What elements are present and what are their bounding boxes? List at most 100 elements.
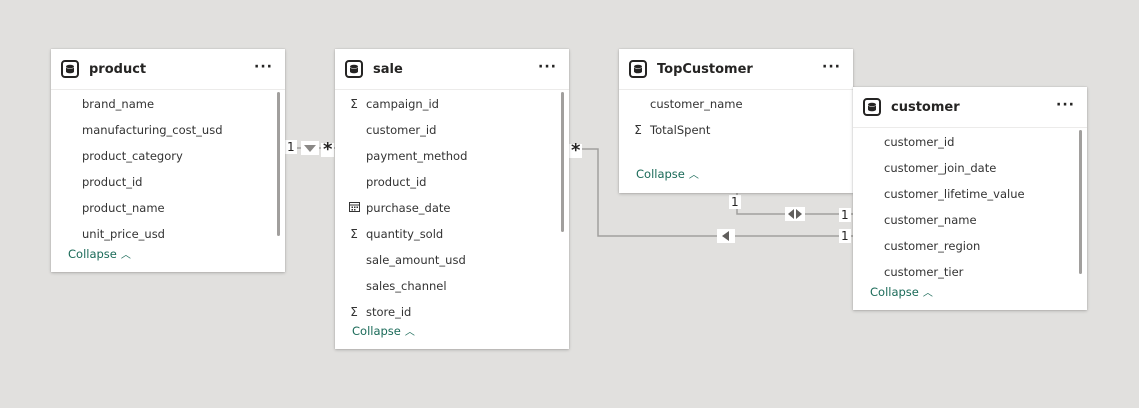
database-icon [345,60,363,78]
field-item[interactable]: payment_method [335,143,569,169]
cardinality-label: * [321,139,335,160]
table-header[interactable]: product ··· [51,49,285,90]
more-options-icon[interactable]: ··· [822,59,841,75]
chevron-up-icon: ︿ [120,250,131,261]
field-item[interactable]: Σ TotalSpent [619,117,853,143]
field-name: product_category [82,149,183,163]
database-icon [61,60,79,78]
database-icon [863,98,881,116]
field-item[interactable]: product_id [335,169,569,195]
field-item[interactable]: sales_channel [335,273,569,299]
field-name: TotalSpent [650,123,711,137]
table-card-customer[interactable]: customer ··· customer_id customer_join_d… [853,87,1087,310]
field-name: customer_lifetime_value [884,187,1025,201]
sigma-icon: Σ [634,123,642,137]
collapse-link[interactable]: Collapse︿ [870,284,1087,300]
collapse-link[interactable]: Collapse︿ [68,246,285,262]
table-header[interactable]: customer ··· [853,87,1087,128]
filter-arrow-left-icon [788,209,794,219]
scrollbar[interactable] [561,92,564,232]
field-item[interactable]: manufacturing_cost_usd [51,117,285,143]
field-list: customer_id customer_join_date customer_… [853,128,1087,285]
collapse-label: Collapse [68,246,117,261]
field-name: customer_join_date [884,161,997,175]
more-options-icon[interactable]: ··· [1056,97,1075,113]
more-options-icon[interactable]: ··· [538,59,557,75]
field-name: product_name [82,201,165,215]
filter-arrow-down-icon [304,145,316,152]
table-title: product [89,61,147,77]
field-item[interactable]: sale_amount_usd [335,247,569,273]
cardinality-label: * [569,140,583,161]
field-name: customer_tier [884,265,964,279]
table-title: sale [373,61,403,77]
field-item[interactable]: customer_join_date [853,155,1087,181]
cardinality-label: 1 [285,140,297,154]
table-header[interactable]: TopCustomer ··· [619,49,853,90]
field-item[interactable]: customer_id [335,117,569,143]
field-name: customer_id [366,123,437,137]
field-name: sale_amount_usd [366,253,466,267]
scrollbar[interactable] [277,92,280,236]
field-name: product_id [366,175,427,189]
field-item[interactable]: brand_name [51,91,285,117]
database-icon [629,60,647,78]
field-list: brand_name manufacturing_cost_usd produc… [51,90,285,247]
scrollbar[interactable] [1079,130,1082,274]
sigma-icon: Σ [350,305,358,319]
field-name: brand_name [82,97,155,111]
field-name: unit_price_usd [82,227,165,241]
filter-arrow-left-icon [722,231,729,241]
field-name: customer_id [884,135,955,149]
collapse-label: Collapse [636,166,685,181]
chevron-up-icon: ︿ [922,288,933,299]
field-item[interactable]: customer_name [853,207,1087,233]
table-title: customer [891,99,960,115]
table-header[interactable]: sale ··· [335,49,569,90]
field-item[interactable]: product_name [51,195,285,221]
collapse-link[interactable]: Collapse︿ [352,323,569,339]
field-item[interactable]: product_id [51,169,285,195]
field-name: customer_name [650,97,743,111]
field-item[interactable]: customer_name [619,91,853,117]
chevron-up-icon: ︿ [404,327,415,338]
field-name: customer_name [884,213,977,227]
field-name: product_id [82,175,143,189]
table-card-product[interactable]: product ··· brand_name manufacturing_cos… [51,49,285,272]
table-card-topcustomer[interactable]: TopCustomer ··· customer_name Σ TotalSpen… [619,49,853,193]
field-item[interactable]: product_category [51,143,285,169]
sigma-icon: Σ [350,97,358,111]
cardinality-label: 1 [839,229,851,243]
cardinality-label: 1 [729,195,741,209]
field-item[interactable]: customer_id [853,129,1087,155]
field-list: customer_name Σ TotalSpent [619,90,853,143]
field-name: sales_channel [366,279,447,293]
filter-direction-box [785,207,805,221]
field-name: customer_region [884,239,981,253]
field-item[interactable]: unit_price_usd [51,221,285,247]
field-name: store_id [366,305,412,319]
table-title: TopCustomer [657,61,753,77]
collapse-link[interactable]: Collapse︿ [636,166,853,182]
more-options-icon[interactable]: ··· [254,59,273,75]
field-item[interactable]: customer_lifetime_value [853,181,1087,207]
collapse-label: Collapse [870,284,919,299]
cardinality-label: 1 [839,208,851,222]
field-name: purchase_date [366,201,451,215]
collapse-label: Collapse [352,323,401,338]
field-item[interactable]: customer_region [853,233,1087,259]
calendar-icon [347,201,361,215]
field-name: manufacturing_cost_usd [82,123,223,137]
filter-arrow-right-icon [796,209,802,219]
field-name: campaign_id [366,97,439,111]
field-item[interactable]: customer_tier [853,259,1087,285]
field-item[interactable]: purchase_date [335,195,569,221]
sigma-icon: Σ [350,227,358,241]
